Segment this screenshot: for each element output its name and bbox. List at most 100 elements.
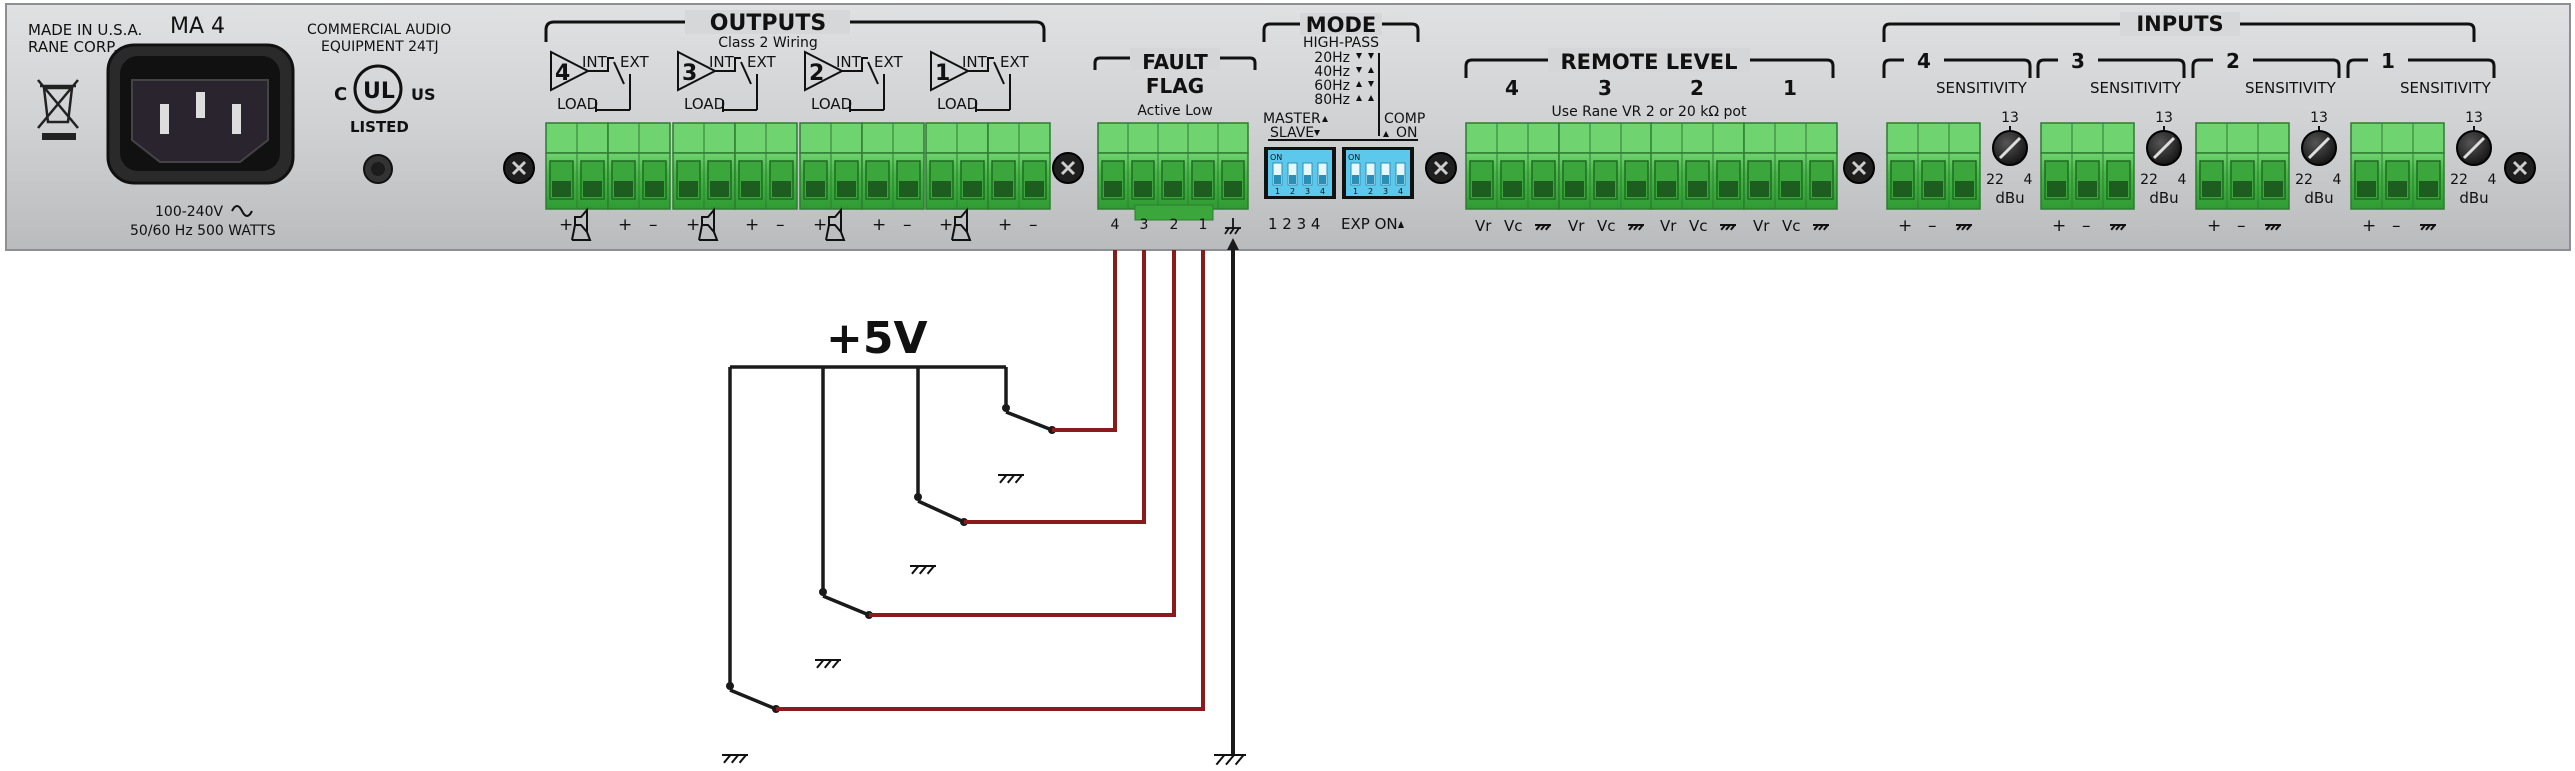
dip-on-label: ON	[1270, 153, 1282, 162]
remote-2-terminal[interactable]	[1650, 122, 1745, 210]
knob-unit: dBu	[2304, 189, 2333, 207]
knob-scale-left: 22	[2295, 172, 2313, 188]
thumbscrew-icon	[503, 152, 535, 184]
output-3-ext-terminal[interactable]	[734, 122, 798, 210]
chassis-ground-icon	[2265, 224, 2281, 231]
mode-title: MODE	[1306, 13, 1377, 37]
pin-minus-label: –	[649, 215, 658, 235]
input-4-terminal[interactable]	[1886, 122, 1981, 210]
supply-label: +5V	[826, 313, 928, 364]
output-terminals[interactable]	[545, 122, 1051, 210]
ac-wave-icon	[231, 205, 253, 217]
sensitivity-knob[interactable]	[2146, 130, 2182, 166]
output-1-int-terminal[interactable]	[925, 122, 989, 210]
power-voltage-text: 100-240V	[155, 204, 223, 220]
dip-number: 2	[1290, 187, 1295, 196]
remote-level-terminals[interactable]	[1465, 122, 1838, 210]
dip-lever[interactable]	[1302, 162, 1313, 186]
mode-section: MODE HIGH-PASS 20Hz 40Hz 60Hz 80Hz MASTE…	[1262, 13, 1425, 233]
amp-channel-number: 3	[682, 61, 697, 86]
load-label: LOAD	[557, 95, 598, 113]
chassis-ground-icon	[2110, 224, 2126, 231]
maker-block: MADE IN U.S.A. RANE CORP. MA 4	[28, 14, 225, 56]
sensitivity-knob[interactable]	[2456, 130, 2492, 166]
pin-vc-label: Vc	[1504, 217, 1523, 235]
fault-signal-wire	[964, 250, 1146, 524]
outputs-title: OUTPUTS	[710, 11, 826, 36]
knob-unit: dBu	[2459, 189, 2488, 207]
remote-channel-number: 2	[1690, 76, 1704, 100]
ul-us-text: US	[411, 85, 436, 104]
pin-plus-label: +	[2207, 216, 2221, 236]
pin-vc-label: Vc	[1689, 217, 1708, 235]
output-1-ext-terminal[interactable]	[987, 122, 1051, 210]
sensitivity-knob[interactable]	[2301, 130, 2337, 166]
input-2-terminal[interactable]	[2195, 122, 2290, 210]
remote-4-terminal[interactable]	[1465, 122, 1560, 210]
chassis-ground-icon	[1813, 224, 1829, 231]
dip-number: 4	[1398, 187, 1403, 196]
exp-on-arrow-icon	[1398, 221, 1404, 228]
output-2-ext-terminal[interactable]	[861, 122, 925, 210]
remote-channel-number: 4	[1505, 76, 1519, 100]
dip-lever[interactable]	[1350, 162, 1361, 186]
ext-label: EXT	[1000, 53, 1029, 71]
dip-lever[interactable]	[1365, 162, 1376, 186]
mode-freq-80: 80Hz	[1314, 92, 1350, 108]
input-3-terminal[interactable]	[2040, 122, 2135, 210]
switch-ground-icon	[910, 565, 936, 575]
pin-minus-label: –	[903, 215, 912, 235]
knob-unit: dBu	[1995, 189, 2024, 207]
power-rating-text: 50/60 Hz 500 WATTS	[130, 223, 276, 239]
knob-scale-left: 22	[2140, 172, 2158, 188]
schematic-wires	[722, 238, 1246, 766]
sensitivity-label: SENSITIVITY	[2400, 79, 2492, 97]
fault-ground-icon	[1224, 218, 1241, 235]
dip-lever[interactable]	[1395, 162, 1406, 186]
input-1-terminal[interactable]	[2350, 122, 2445, 210]
remote-1-terminal[interactable]	[1743, 122, 1838, 210]
comp-up-arrow-icon	[1383, 131, 1389, 137]
mode-slave: SLAVE	[1270, 125, 1314, 141]
pin-minus-label: –	[776, 215, 785, 235]
output-2-int-terminal[interactable]	[799, 122, 863, 210]
input-channel-number: 2	[2226, 49, 2240, 73]
fault-flag-terminal[interactable]	[1097, 122, 1249, 221]
dip-lever[interactable]	[1287, 162, 1298, 186]
sensitivity-knob[interactable]	[1992, 130, 2028, 166]
pin-plus-label: +	[813, 215, 827, 235]
output-4-int-terminal[interactable]	[545, 122, 609, 210]
slave-down-arrow-icon	[1314, 130, 1320, 136]
mode-on: ON	[1396, 125, 1418, 141]
remote-channel-number: 3	[1598, 76, 1612, 100]
int-label: INT	[582, 53, 608, 71]
dip-lever[interactable]	[1317, 162, 1328, 186]
dip-lever[interactable]	[1380, 162, 1391, 186]
knob-scale-right: 4	[2178, 172, 2187, 188]
mode-switch-numbers: 1 2 3 4	[1268, 215, 1320, 233]
chassis-ground-icon	[1628, 224, 1644, 231]
fault-flag-connector[interactable]	[1097, 122, 1249, 210]
fault-switch-1	[722, 250, 1205, 764]
thumbscrews	[503, 152, 2536, 184]
maker-text: RANE CORP.	[28, 38, 118, 56]
chassis	[5, 3, 2571, 251]
fault-pin-1: 1	[1199, 217, 1208, 233]
weee-recycle-bin-icon	[37, 79, 79, 140]
remote-3-terminal[interactable]	[1558, 122, 1653, 210]
dip-lever[interactable]	[1272, 162, 1283, 186]
output-3-int-terminal[interactable]	[672, 122, 736, 210]
output-4-ext-terminal[interactable]	[607, 122, 671, 210]
pin-plus-label: +	[2362, 216, 2376, 236]
master-up-arrow-icon	[1322, 116, 1328, 122]
